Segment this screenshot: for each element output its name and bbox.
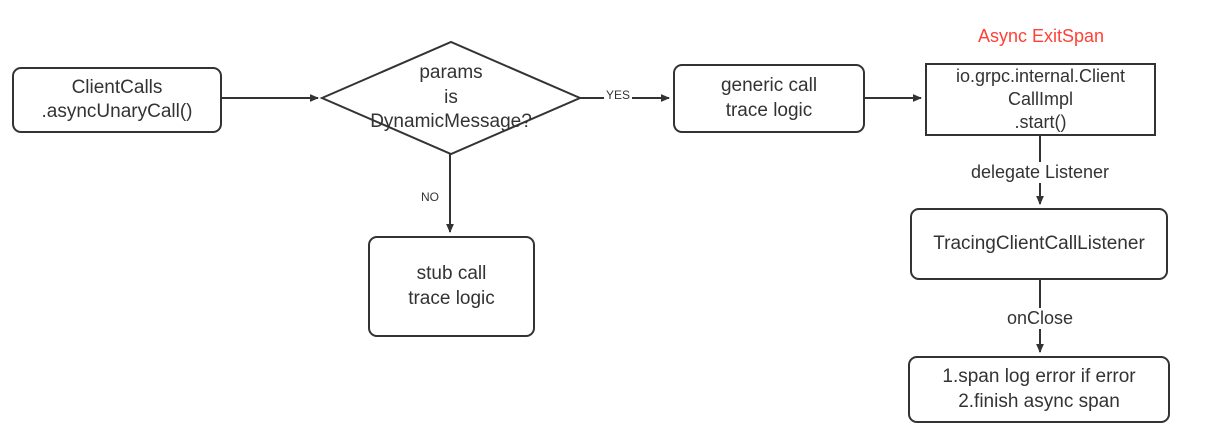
node-finish-span[interactable]: 1.span log error if error 2.finish async…	[908, 356, 1170, 423]
node-tracing-client-call-listener[interactable]: TracingClientCallListener	[910, 208, 1168, 280]
diamond-shape	[319, 40, 583, 156]
annotation-async-exitspan: Async ExitSpan	[977, 26, 1105, 46]
node-generic-call[interactable]: generic call trace logic	[673, 64, 865, 133]
node-params-decision[interactable]: params is DynamicMessage?	[319, 40, 583, 156]
edge-label-onclose: onClose	[1003, 308, 1077, 329]
node-stub-call[interactable]: stub call trace logic	[368, 236, 535, 337]
node-client-calls[interactable]: ClientCalls .asyncUnaryCall()	[12, 67, 222, 133]
edge-label-yes: YES	[604, 88, 633, 102]
edge-label-no: NO	[421, 190, 439, 204]
node-client-call-impl[interactable]: io.grpc.internal.Client CallImpl .start(…	[925, 63, 1156, 136]
edge-label-delegate-listener: delegate Listener	[967, 162, 1113, 183]
